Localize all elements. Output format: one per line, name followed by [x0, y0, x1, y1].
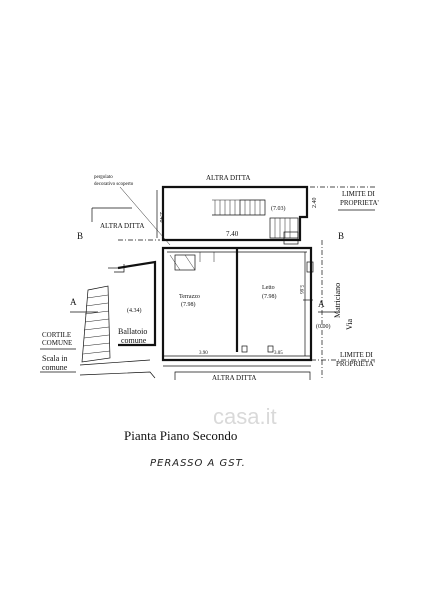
terrazzo-label: Terrazzo [179, 294, 200, 300]
upper-right-stair [269, 217, 299, 245]
section-b-right: B [338, 209, 375, 241]
section-a-left: A [70, 297, 98, 313]
street-label: Via Matriciano [333, 283, 354, 330]
common-stair [81, 285, 111, 363]
letto-height: (7.98) [262, 293, 277, 300]
ballatoio-label-2: comune [121, 336, 147, 345]
dim-left-upper: 2.40 [158, 212, 164, 223]
height-000: (0.00) [316, 323, 331, 330]
pergolato-label-1: pergolato [94, 175, 113, 180]
limite-top-2: PROPRIETA' [340, 199, 379, 207]
height-703: (7.03) [271, 205, 286, 212]
watermark: casa.it [213, 404, 277, 429]
altra-ditta-bottom: ALTRA DITTA [212, 374, 257, 382]
ballatoio-label-1: Ballatoio [118, 327, 147, 336]
dim-390: 3.90 [199, 351, 208, 356]
terrazzo-height: (7.98) [181, 301, 196, 308]
dim-566: 5.66 [298, 285, 303, 294]
limite-top-1: LIMITE DI [342, 190, 376, 198]
dim-right-upper: 2.40 [312, 198, 318, 209]
pergolato-label-2: decorativo scoperto [94, 182, 134, 187]
cortile-label-1: CORTILE [42, 331, 71, 339]
scala-label-2: comune [42, 363, 68, 372]
limite-bottom-1: LIMITE DI [340, 351, 374, 359]
handwritten-note: PERASSO A GST. [150, 458, 246, 469]
section-a-left-label: A [70, 297, 77, 307]
section-b-left-label: B [77, 231, 83, 241]
upper-stair [212, 199, 266, 216]
matriciano-label: Matriciano [333, 283, 342, 318]
section-a-right-label: A [318, 299, 325, 309]
cortile-label-2: COMUNE [42, 339, 72, 347]
scala-label-1: Scala in [42, 354, 68, 363]
dim-740: 7.40 [226, 230, 239, 238]
dim-305: 3.05 [274, 351, 283, 356]
ballatoio-height: (4.34) [127, 307, 142, 314]
letto-label: Letto [262, 285, 275, 291]
altra-ditta-top: ALTRA DITTA [206, 174, 251, 182]
altra-ditta-left: ALTRA DITTA [100, 222, 145, 230]
section-b-right-label: B [338, 231, 344, 241]
limite-bottom-2: PROPRIETA' [336, 360, 375, 368]
ballatoio [79, 260, 157, 379]
section-b-left: B [77, 207, 160, 241]
via-label: Via [345, 318, 354, 330]
plan-title: Pianta Piano Secondo [124, 428, 237, 443]
